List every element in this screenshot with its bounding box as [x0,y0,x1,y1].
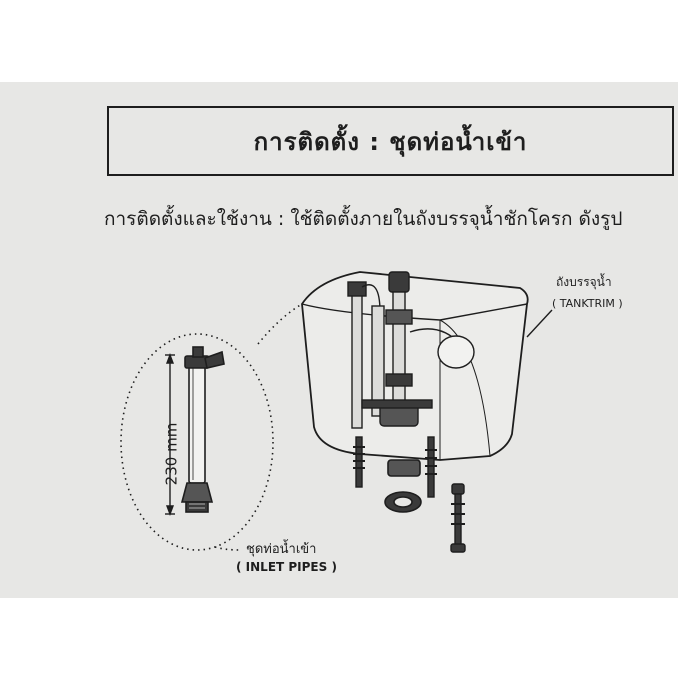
nut-washer-icon [384,459,422,513]
instruction-sheet: การติดตั้ง : ชุดท่อน้ำเข้า การติดตั้งและ… [0,82,678,598]
magnify-ellipse [120,333,274,551]
inlet-pipe-icon [180,346,225,513]
page-title: การติดตั้ง : ชุดท่อน้ำเข้า [253,127,528,156]
title-box: การติดตั้ง : ชุดท่อน้ำเข้า [107,106,674,176]
tank-label-thai: ถังบรรจุน้ำ [556,275,612,289]
fill-valve-icon [347,281,385,429]
installation-subtitle: การติดตั้งและใช้งาน : ใช้ติดตั้งภายในถัง… [104,208,623,230]
flush-valve-icon [361,271,475,427]
tank-bolt-right-icon [425,436,437,498]
cistern-tank-icon [301,271,529,461]
pipe-length-label: 230 mm [162,422,181,486]
inlet-label-english: ( INLET PIPES ) [236,560,337,574]
tank-label-english: ( TANKTRIM ) [552,297,623,310]
inlet-label-thai: ชุดท่อน้ำเข้า [246,542,317,557]
tank-label-leader [526,309,553,338]
spare-bolt-icon [450,483,466,553]
magnify-leader [257,303,303,345]
dimension-line [165,353,175,516]
inlet-leader [214,546,241,551]
installation-drawing [120,271,553,553]
tank-bolt-left-icon [353,436,365,488]
